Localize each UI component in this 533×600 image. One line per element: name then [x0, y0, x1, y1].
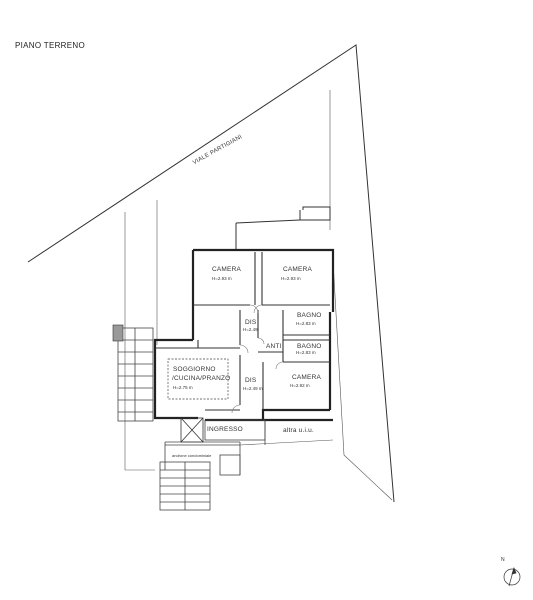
room-bagno-1-label: BAGNO: [297, 312, 322, 319]
site-boundary: [27, 44, 395, 503]
room-camera-3-height: H=2.92 m: [290, 383, 310, 388]
wall-stub: [112, 324, 124, 342]
room-dis-1-height: H=2.49: [243, 327, 258, 332]
apartment-walls: [153, 248, 335, 422]
other-unit-label: altra u.i.u.: [283, 427, 314, 434]
room-dis-2-label: DIS: [245, 377, 257, 384]
lift-shaft: [180, 417, 204, 443]
room-bagno-2-height: H=2.83 m: [296, 350, 316, 355]
room-camera-3-label: CAMERA: [292, 374, 322, 381]
soggiorno-dashed-area: [167, 358, 229, 400]
door-swings: [231, 304, 284, 414]
room-ingresso-label: INGRESSO: [207, 426, 243, 433]
compass-icon: [503, 566, 521, 587]
room-bagno-2-label: BAGNO: [297, 343, 322, 350]
room-soggiorno-label: SOGGIORNO: [173, 366, 216, 373]
room-dis-2-height: H=2.49 m: [243, 386, 263, 391]
room-camera-1-label: CAMERA: [212, 266, 242, 273]
left-stairwell: [117, 327, 154, 422]
interior-walls: [155, 252, 330, 411]
room-anti-label: ANTI: [266, 343, 282, 350]
room-camera-2-height: H=2.93 m: [281, 276, 301, 281]
room-camera-2-label: CAMERA: [283, 266, 313, 273]
room-dis-1-label: DIS: [245, 319, 257, 326]
room-soggiorno-label-2: /CUCINA/PRANZO: [172, 375, 231, 382]
compass-label: N: [501, 557, 505, 563]
room-camera-1-height: H=2.93 m: [212, 276, 232, 281]
room-bagno-1-height: H=2.83 m: [296, 321, 316, 326]
androne-label: androne condominiale: [172, 453, 212, 458]
entrance-steps: [159, 454, 241, 511]
room-soggiorno-height: H=2.75 m: [173, 385, 193, 390]
page-title: PIANO TERRENO: [15, 41, 85, 50]
outbuilding: [235, 206, 331, 250]
plot-lines: [124, 90, 393, 501]
